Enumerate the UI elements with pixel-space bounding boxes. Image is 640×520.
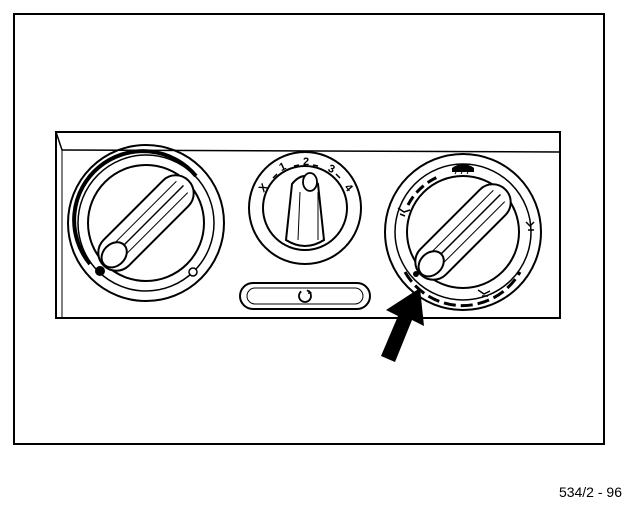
fan-scale-2: 2: [303, 156, 309, 168]
temperature-knob[interactable]: [67, 144, 225, 302]
recirculation-icon: [298, 289, 312, 303]
recirculation-button[interactable]: [239, 282, 371, 310]
arrow-icon: [381, 288, 424, 362]
floor-vent-icon: [477, 289, 491, 297]
distribution-dot: [413, 271, 419, 277]
fan-knob-grip: [284, 172, 326, 247]
figure-frame: [13, 13, 605, 445]
cold-dot: [95, 266, 105, 276]
distribution-knob-grip: [414, 183, 512, 281]
fan-speed-knob[interactable]: X 1 2 3 4: [248, 151, 362, 265]
footwell-icon: [525, 221, 535, 231]
temperature-scale-arc: [72, 149, 198, 266]
windscreen-defrost-icon: [452, 164, 474, 175]
face-vent-icon: [397, 207, 411, 217]
fan-scale-1: 1: [277, 161, 288, 174]
distribution-scale-arc: [403, 271, 522, 308]
knob-grip: [97, 174, 195, 272]
knob-indicator: [100, 241, 128, 269]
fan-scale-dashes: [272, 164, 341, 179]
distribution-indicator: [417, 250, 445, 278]
figure-label: 534/2 - 96: [558, 484, 622, 500]
fan-scale-3: 3: [326, 163, 337, 176]
air-distribution-knob[interactable]: [384, 153, 542, 311]
hot-dot: [188, 267, 198, 277]
